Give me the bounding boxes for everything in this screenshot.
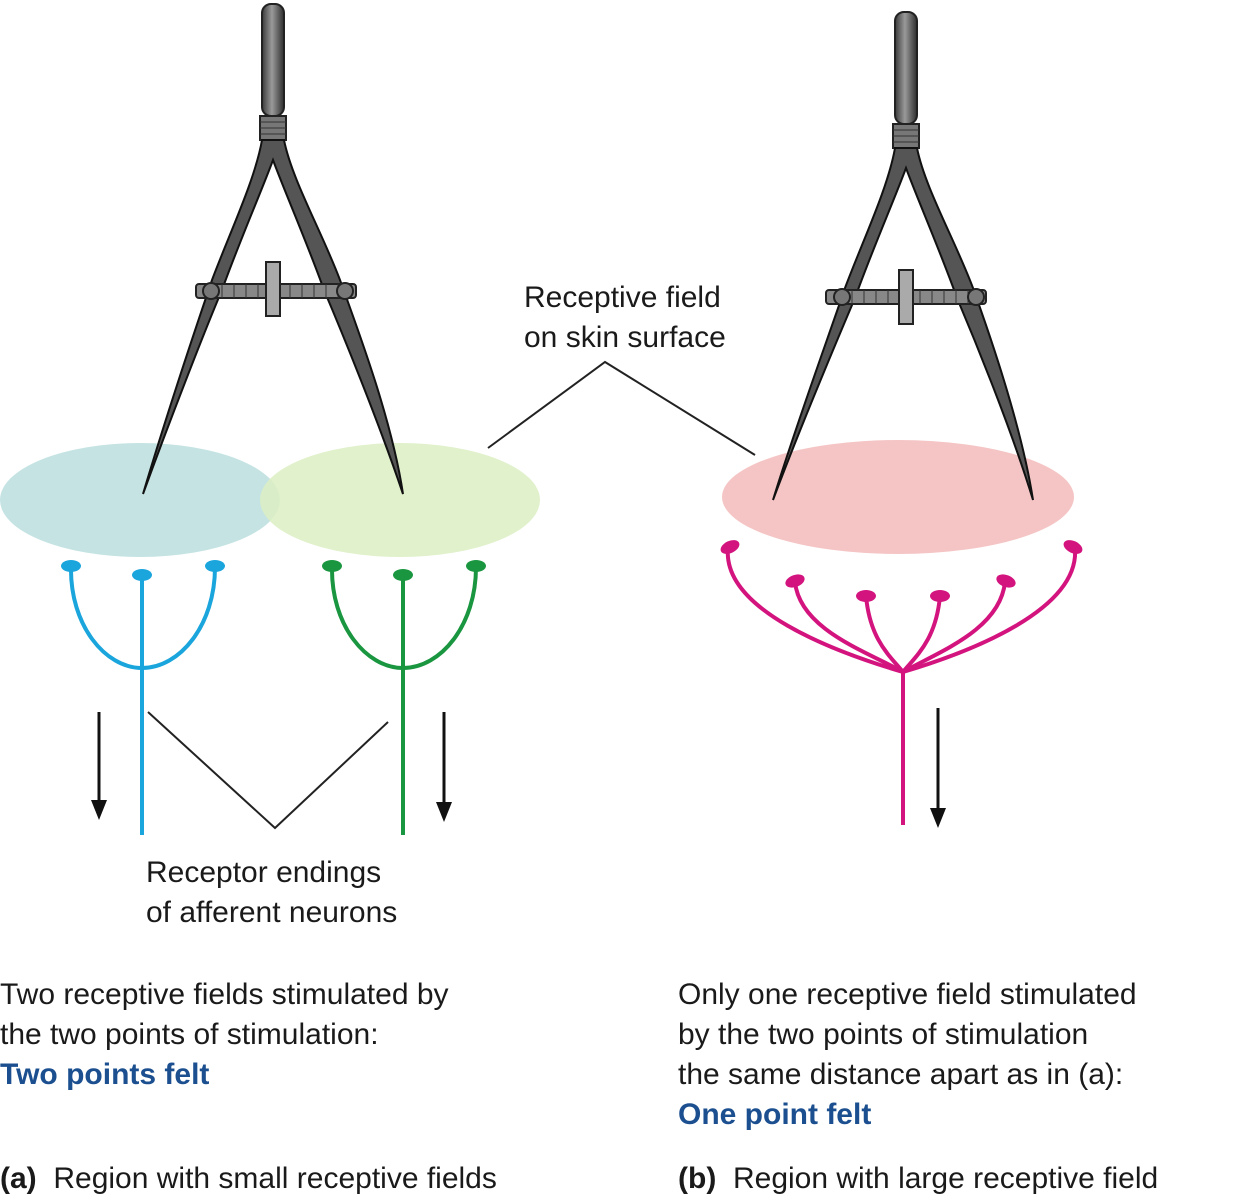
callout-receptor-endings: Receptor endings of afferent neurons	[146, 856, 398, 929]
panel-b-letter: (b)	[678, 1162, 717, 1195]
receptive-field-small-right	[260, 443, 540, 557]
panel-b-description: Only one receptive field stimulated by t…	[678, 975, 1137, 1135]
callout-receptive-field: Receptive field on skin surface	[524, 281, 726, 354]
panel-a-caption-text: Region with small receptive fields	[53, 1162, 497, 1195]
panel-a-result: Two points felt	[0, 1058, 210, 1091]
panel-b-caption-text: Region with large receptive field	[732, 1162, 1159, 1195]
panel-b-caption: (b) Region with large receptive field	[678, 1159, 1158, 1199]
panel-a-caption: (a) Region with small receptive fields	[0, 1159, 497, 1199]
afferent-neuron-blue	[61, 560, 225, 835]
caliper-right	[772, 11, 1034, 501]
receptive-field-large	[722, 440, 1074, 554]
panel-a-letter: (a)	[0, 1162, 37, 1195]
afferent-neuron-magenta	[720, 540, 1083, 825]
panel-a-description: Two receptive fields stimulated by the t…	[0, 975, 449, 1095]
receptive-field-small-left	[0, 443, 280, 557]
panel-b-result: One point felt	[678, 1098, 872, 1131]
callout-leader-lines	[147, 360, 756, 830]
afferent-neuron-green	[322, 560, 486, 835]
caliper-left	[142, 3, 404, 495]
signal-direction-arrows	[91, 708, 946, 828]
